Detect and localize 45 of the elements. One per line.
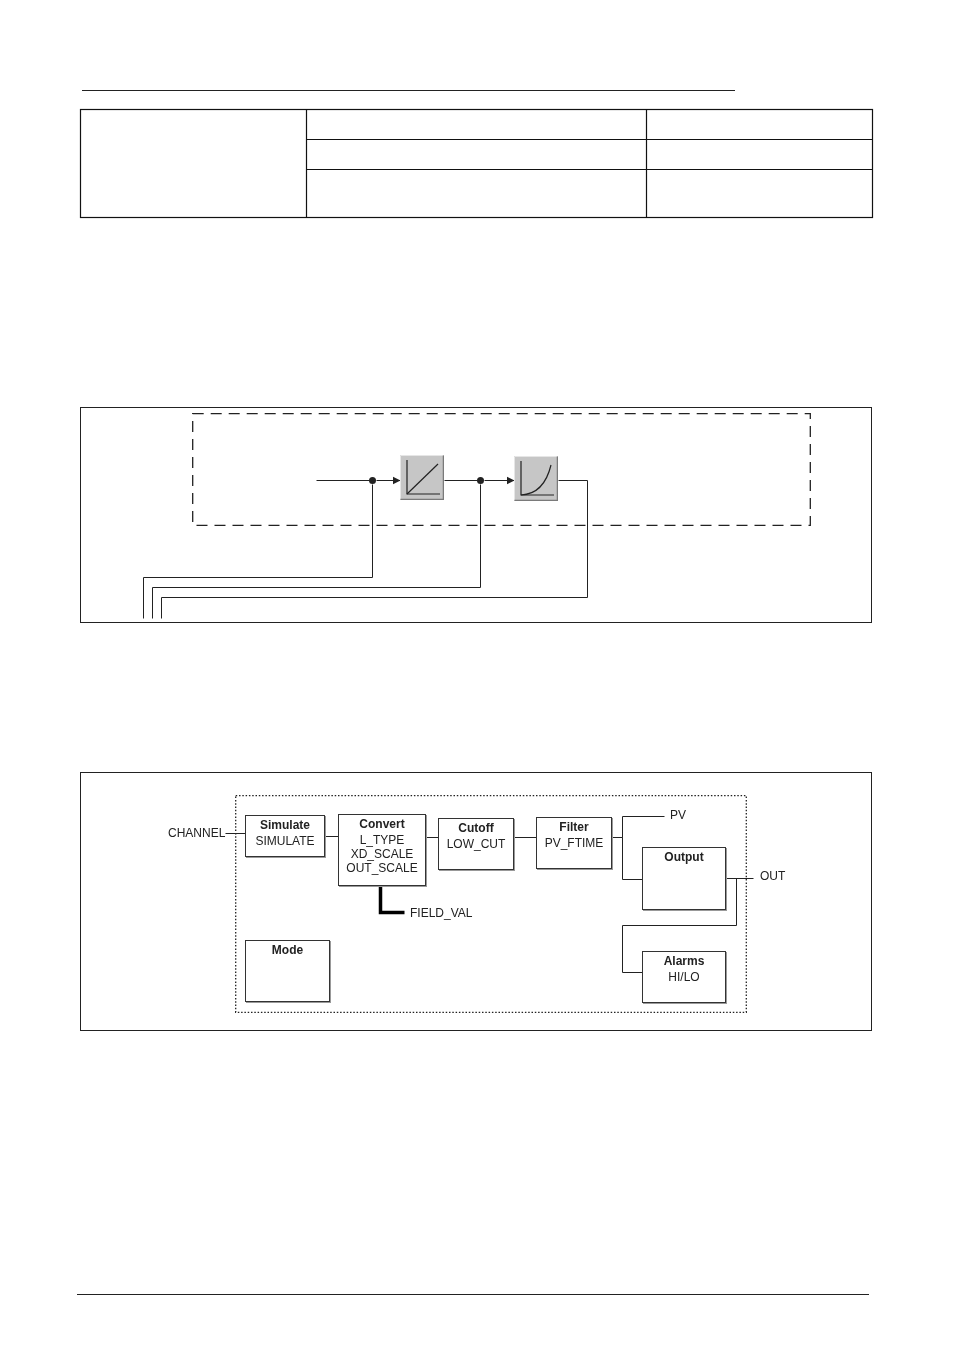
function-block: [245, 940, 330, 1002]
parameter-name: L_TYPE: [359, 833, 405, 847]
block-title: Convert: [359, 817, 405, 831]
signal-label: PV: [670, 808, 686, 822]
function-block: [338, 814, 426, 886]
connector-line: [225, 833, 246, 834]
arrow: [484, 476, 515, 485]
parameter-name: LOW_CUT: [446, 837, 506, 851]
connector-line: [426, 837, 439, 838]
arrow: [376, 476, 401, 485]
block-title: Mode: [271, 943, 304, 957]
parameter-name: PV_FTIME: [544, 836, 604, 850]
junction-dot: [369, 477, 376, 484]
parameter-name: OUT_SCALE: [346, 861, 418, 875]
parameter-name: SIMULATE: [255, 834, 315, 848]
connector-line: [161, 480, 588, 619]
function-block: [642, 847, 726, 910]
block-title: Output: [664, 850, 704, 864]
curve-graph-icon: [514, 456, 558, 501]
connector-line: [612, 837, 643, 880]
function-block: [642, 951, 726, 1003]
thick-connector-line: [378, 886, 405, 915]
signal-label: FIELD_VAL: [410, 906, 473, 920]
signal-label: CHANNEL: [168, 826, 226, 840]
linear-graph-icon: [400, 455, 444, 500]
connector-line: [325, 836, 339, 837]
dotted-boundary: [235, 795, 747, 1013]
connector-line: [316, 480, 370, 481]
connector-line: [143, 484, 373, 619]
function-block: [536, 817, 612, 869]
connector-line: [622, 878, 737, 973]
connector-line: [152, 484, 481, 619]
parameter-name: XD_SCALE: [350, 847, 414, 861]
function-block: [438, 818, 514, 870]
connector-line: [444, 480, 478, 481]
block-title: Alarms: [663, 954, 705, 968]
connector-line: [514, 837, 537, 838]
block-title: Filter: [559, 820, 589, 834]
junction-dot: [477, 477, 484, 484]
dashed-boundary: [192, 413, 811, 526]
function-block: [245, 815, 325, 857]
signal-label: OUT: [760, 869, 786, 883]
parameter-name: HI/LO: [668, 970, 700, 984]
block-title: Cutoff: [458, 821, 494, 835]
block-title: Simulate: [260, 818, 310, 832]
